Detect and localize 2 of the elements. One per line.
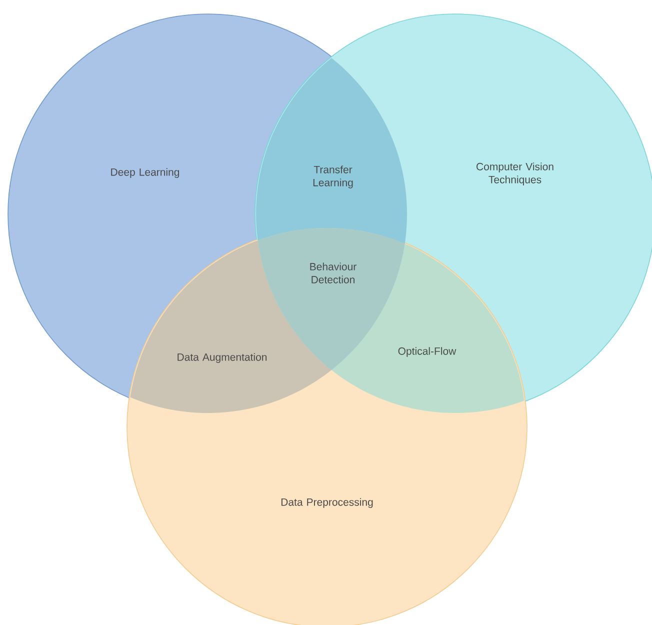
region-label: Behaviour Detection	[310, 262, 356, 284]
region-label: Transfer Learning	[313, 166, 353, 188]
